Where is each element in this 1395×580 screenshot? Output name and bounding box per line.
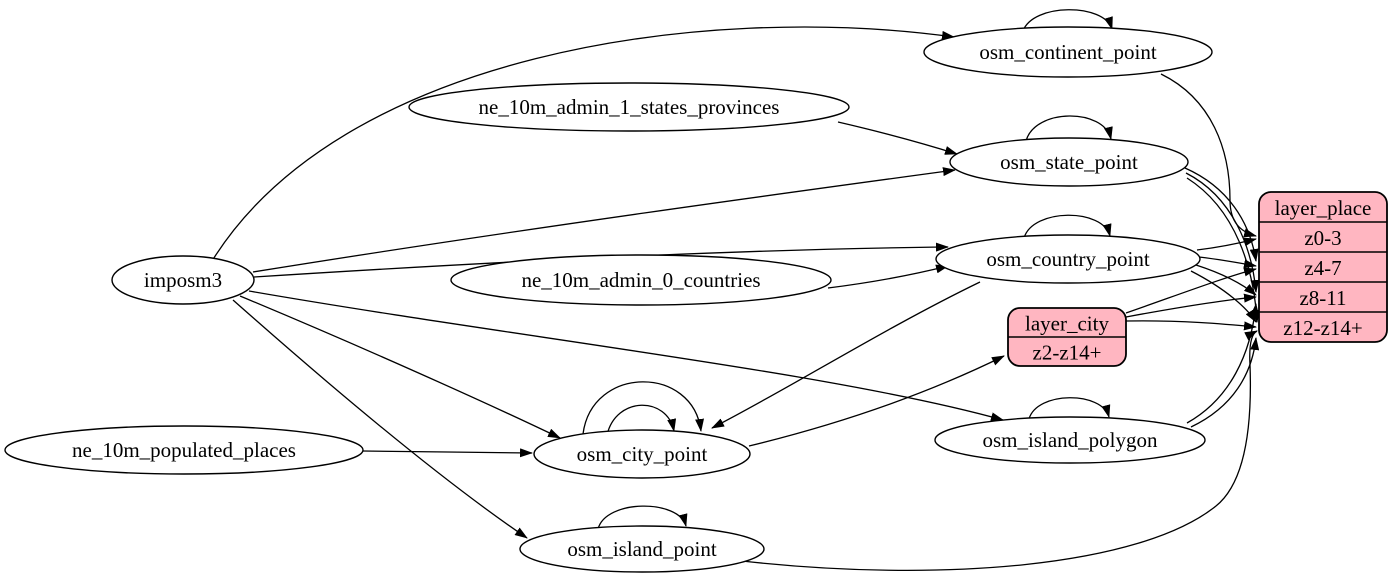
self-loop-osm_city_point [582,381,705,435]
record-row-label-layer_place-z4-7: z4-7 [1304,256,1341,280]
node-label-ne_10m_populated_places: ne_10m_populated_places [72,438,296,462]
node-shape-ne_10m_populated_places [4,425,364,475]
self-loop-osm_state_point [1025,115,1113,142]
edge-osm_country_point-to-layer_place-z4-7 [1198,256,1257,269]
edge-layer_city-to-layer_place-z8-11 [1125,293,1257,318]
node-shape-ne_10m_admin_0_countries [450,254,832,306]
self-loop-osm_city_point [606,404,677,436]
edge-osm_island_point-to-layer_place-z12-z14+ [741,330,1258,571]
edge-osm_state_point-to-layer_place-z4-7 [1184,167,1259,262]
node-shape-osm_city_point [533,429,751,479]
node-label-osm_island_point: osm_island_point [567,537,717,561]
node-label-imposm3: imposm3 [144,268,222,292]
edge-osm_country_point-to-layer_place-z0-3 [1196,237,1257,251]
node-label-osm_city_point: osm_city_point [577,442,708,466]
node-shape-osm_country_point [935,234,1201,284]
node-shape-imposm3 [111,255,255,305]
record-row-label-layer_city-z2-z14+: z2-z14+ [1033,341,1102,365]
node-label-osm_state_point: osm_state_point [1000,150,1138,174]
node-shape-ne_10m_admin_1_states_provinces [408,82,850,132]
node-ne_10m_populated_places: ne_10m_populated_places [4,425,364,475]
edge-osm_country_point-to-layer_place-z12-z14+ [1190,270,1257,323]
node-imposm3: imposm3 [111,255,255,305]
node-ne_10m_admin_1_states_provinces: ne_10m_admin_1_states_provinces [408,82,850,132]
self-loop-osm_island_point [597,505,688,530]
node-shape-osm_state_point [949,137,1189,187]
node-osm_continent_point: osm_continent_point [923,26,1213,78]
node-ne_10m_admin_0_countries: ne_10m_admin_0_countries [450,254,832,306]
record-shape-layer_place [1258,191,1388,343]
node-label-osm_country_point: osm_country_point [986,247,1149,271]
node-osm_city_point: osm_city_point [533,429,751,479]
self-loop-osm_country_point [1023,214,1112,239]
edge-layer_city-to-layer_place-z12-z14+ [1125,320,1257,331]
edge-osm_state_point-to-layer_place-z12-z14+ [1186,177,1261,323]
edge-imposm3-to-osm_island_polygon [248,290,1004,422]
self-loop-osm_island_polygon [1028,397,1111,420]
record-row-label-layer_place-layer_place: layer_place [1275,196,1372,220]
edge-osm_island_polygon-to-layer_place-z8-11 [1186,303,1260,424]
node-shape-osm_continent_point [923,26,1213,78]
edge-imposm3-to-osm_island_point [232,299,528,539]
node-label-ne_10m_admin_0_countries: ne_10m_admin_0_countries [521,268,760,292]
record-row-label-layer_city-layer_city: layer_city [1025,312,1109,336]
record-row-label-layer_place-z8-11: z8-11 [1299,286,1346,310]
record-layer_city: layer_city z2-z14+ [1007,307,1127,367]
node-osm_island_polygon: osm_island_polygon [934,416,1206,464]
node-label-osm_island_polygon: osm_island_polygon [982,428,1158,452]
node-osm_state_point: osm_state_point [949,137,1189,187]
node-osm_island_point: osm_island_point [519,525,765,573]
edge-layer_city-to-layer_place-z4-7 [1125,267,1257,314]
record-layer_place: layer_place z0-3 z4-7 z8-11 z12-z14+ [1258,191,1388,343]
edge-osm_island_polygon-to-layer_place-z12-z14+ [1190,337,1260,428]
edge-imposm3-to-osm_city_point [239,295,561,439]
edge-osm_continent_point-to-layer_place-z0-3 [1160,73,1257,238]
node-shape-osm_island_point [519,525,765,573]
edge-ne_10m_admin_1_states_provinces-to-osm_state_point [837,121,958,155]
record-row-label-layer_place-z0-3: z0-3 [1304,226,1341,250]
node-osm_country_point: osm_country_point [935,234,1201,284]
edge-ne_10m_admin_0_countries-to-osm_country_point [827,264,949,289]
edge-osm_country_point-to-osm_city_point [711,281,981,429]
edge-osm_country_point-to-layer_place-z8-11 [1195,264,1257,296]
node-label-osm_continent_point: osm_continent_point [979,40,1156,64]
edge-ne_10m_populated_places-to-osm_city_point [362,448,533,458]
node-shape-osm_island_polygon [934,416,1206,464]
node-label-ne_10m_admin_1_states_provinces: ne_10m_admin_1_states_provinces [479,95,780,119]
edge-osm_city_point-to-layer_city-z2-z14+ [748,355,1005,447]
record-row-label-layer_place-z12-z14+: z12-z14+ [1283,316,1362,340]
self-loop-osm_continent_point [1022,9,1113,32]
edge-imposm3-to-osm_state_point [252,167,956,273]
edge-imposm3-to-osm_continent_point [211,26,955,262]
